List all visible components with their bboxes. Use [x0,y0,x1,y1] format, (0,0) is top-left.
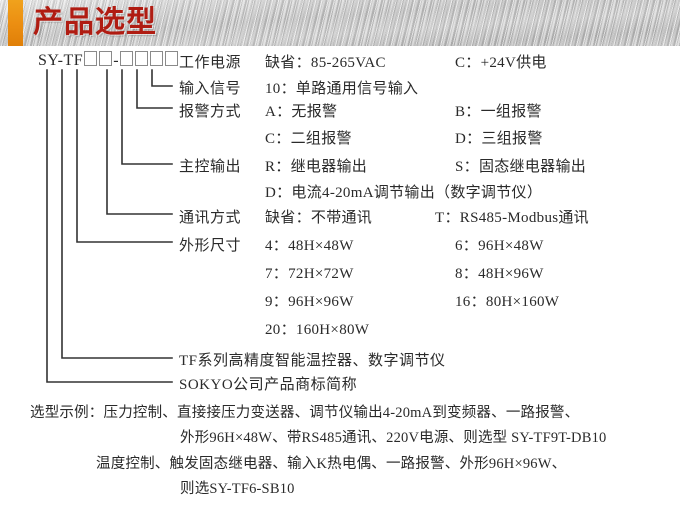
option-size-8: 8：48H×96W [455,266,544,282]
product-selection-diagram: SY-TF - 工作电源 输入信号 报警方式 主控输出 通讯方式 外形尺寸 缺省：… [0,46,680,516]
example-line-4: 则选SY-TF6-SB10 [180,481,295,497]
example-line-3: 温度控制、触发固态继电器、输入K热电偶、一路报警、外形96H×96W、 [96,456,567,472]
option-power-default: 缺省：85-265VAC [265,55,386,71]
option-output-d: D：电流4-20mA调节输出（数字调节仪） [265,185,543,201]
option-power-c: C：+24V供电 [455,55,547,71]
option-size-4: 4：48H×48W [265,238,354,254]
category-label-alarm: 报警方式 [179,104,242,120]
category-label-input: 输入信号 [179,81,242,97]
tail-series: TF系列高精度智能温控器、数字调节仪 [179,353,446,369]
model-code-prefix: SY-TF [38,52,84,69]
model-code-separator: - [113,52,120,69]
model-code: SY-TF - [38,51,179,70]
category-label-power: 工作电源 [179,55,242,71]
option-alarm-b: B：一组报警 [455,104,542,120]
example-line-2: 外形96H×48W、带RS485通讯、220V电源、则选型 SY-TF9T-DB… [180,430,607,446]
model-box-4 [135,51,149,66]
model-box-6 [165,51,179,66]
category-label-output: 主控输出 [179,159,242,175]
model-box-2 [99,51,113,66]
option-output-r: R：继电器输出 [265,159,368,175]
option-alarm-a: A：无报警 [265,104,338,120]
model-box-1 [84,51,98,66]
tail-brand: SOKYO公司产品商标简称 [179,377,358,393]
option-size-20: 20：160H×80W [265,322,370,338]
option-alarm-d: D：三组报警 [455,131,543,147]
model-box-5 [150,51,164,66]
option-alarm-c: C：二组报警 [265,131,352,147]
option-comm-default: 缺省：不带通讯 [265,210,373,226]
option-size-9: 9：96H×96W [265,294,354,310]
category-label-size: 外形尺寸 [179,238,242,254]
option-input-10: 10：单路通用信号输入 [265,81,419,97]
example-line-1: 选型示例：压力控制、直接接压力变送器、调节仪输出4-20mA到变频器、一路报警、 [30,405,580,421]
option-size-16: 16：80H×160W [455,294,560,310]
header-accent-bar [8,0,23,46]
model-box-3 [120,51,134,66]
leader-lines [46,69,173,383]
page-title: 产品选型 [33,5,157,40]
page-header: 产品选型 [0,0,680,46]
option-output-s: S：固态继电器输出 [455,159,587,175]
option-comm-t: T：RS485-Modbus通讯 [435,210,589,226]
option-size-6: 6：96H×48W [455,238,544,254]
option-size-7: 7：72H×72W [265,266,354,282]
category-label-comm: 通讯方式 [179,210,242,226]
